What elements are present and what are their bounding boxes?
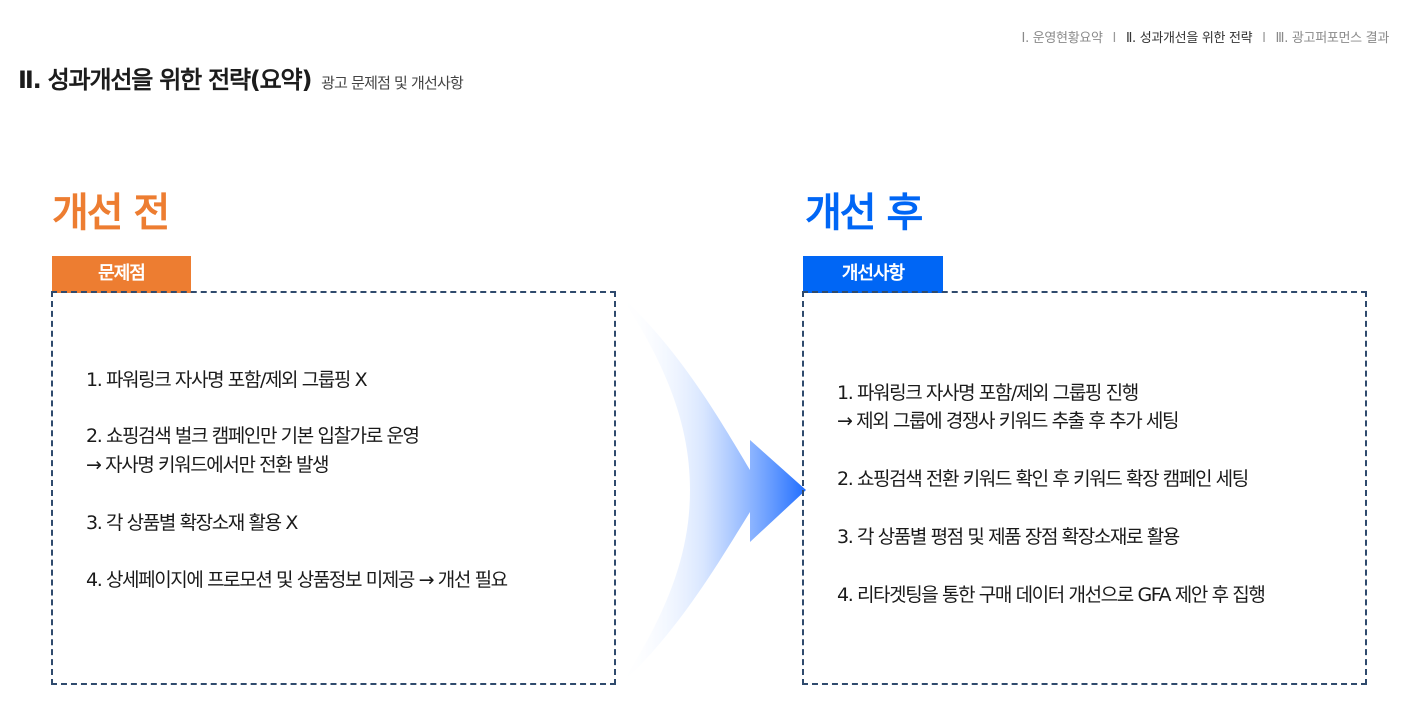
improvement-item: 2. 쇼핑검색 전환 키워드 확인 후 키워드 확장 캠페인 세팅: [837, 468, 1249, 490]
top-navigation: Ⅰ. 운영현황요약 Ⅰ Ⅱ. 성과개선을 위한 전략 Ⅰ Ⅲ. 광고퍼포먼스 결…: [1021, 27, 1390, 46]
problems-tag: 문제점: [52, 256, 191, 293]
before-heading: 개선 전: [52, 190, 170, 236]
page-title-subtitle: 광고 문제점 및 개선사항: [321, 74, 464, 92]
problem-item-continuation: → 자사명 키워드에서만 전환 발생: [86, 454, 330, 476]
page-title-main: Ⅱ. 성과개선을 위한 전략(요약): [18, 66, 312, 94]
nav-separator: Ⅰ: [1262, 31, 1266, 46]
nav-item-overview[interactable]: Ⅰ. 운영현황요약: [1021, 31, 1103, 46]
improvement-item: 4. 리타겟팅을 통한 구매 데이터 개선으로 GFA 제안 후 집행: [837, 584, 1266, 606]
nav-item-results[interactable]: Ⅲ. 광고퍼포먼스 결과: [1275, 31, 1390, 46]
improvement-item: 1. 파워링크 자사명 포함/제외 그룹핑 진행: [837, 382, 1139, 404]
problem-item: 2. 쇼핑검색 벌크 캠페인만 기본 입찰가로 운영: [86, 425, 420, 447]
problems-box: [51, 291, 616, 685]
problem-item: 4. 상세페이지에 프로모션 및 상품정보 미제공 → 개선 필요: [86, 569, 508, 591]
page-title: Ⅱ. 성과개선을 위한 전략(요약) 광고 문제점 및 개선사항: [18, 60, 464, 95]
transition-arrow-icon: [620, 295, 806, 685]
improvements-tag: 개선사항: [803, 256, 943, 293]
improvement-item-continuation: → 제외 그룹에 경쟁사 키워드 추출 후 추가 세팅: [837, 410, 1179, 432]
improvement-item: 3. 각 상품별 평점 및 제품 장점 확장소재로 활용: [837, 526, 1180, 548]
problem-item: 1. 파워링크 자사명 포함/제외 그룹핑 X: [86, 369, 368, 391]
improvements-box: [802, 291, 1367, 685]
after-heading: 개선 후: [805, 190, 923, 236]
problem-item: 3. 각 상품별 확장소재 활용 X: [86, 512, 298, 534]
nav-item-strategy[interactable]: Ⅱ. 성과개선을 위한 전략: [1125, 31, 1253, 46]
nav-separator: Ⅰ: [1112, 31, 1117, 46]
